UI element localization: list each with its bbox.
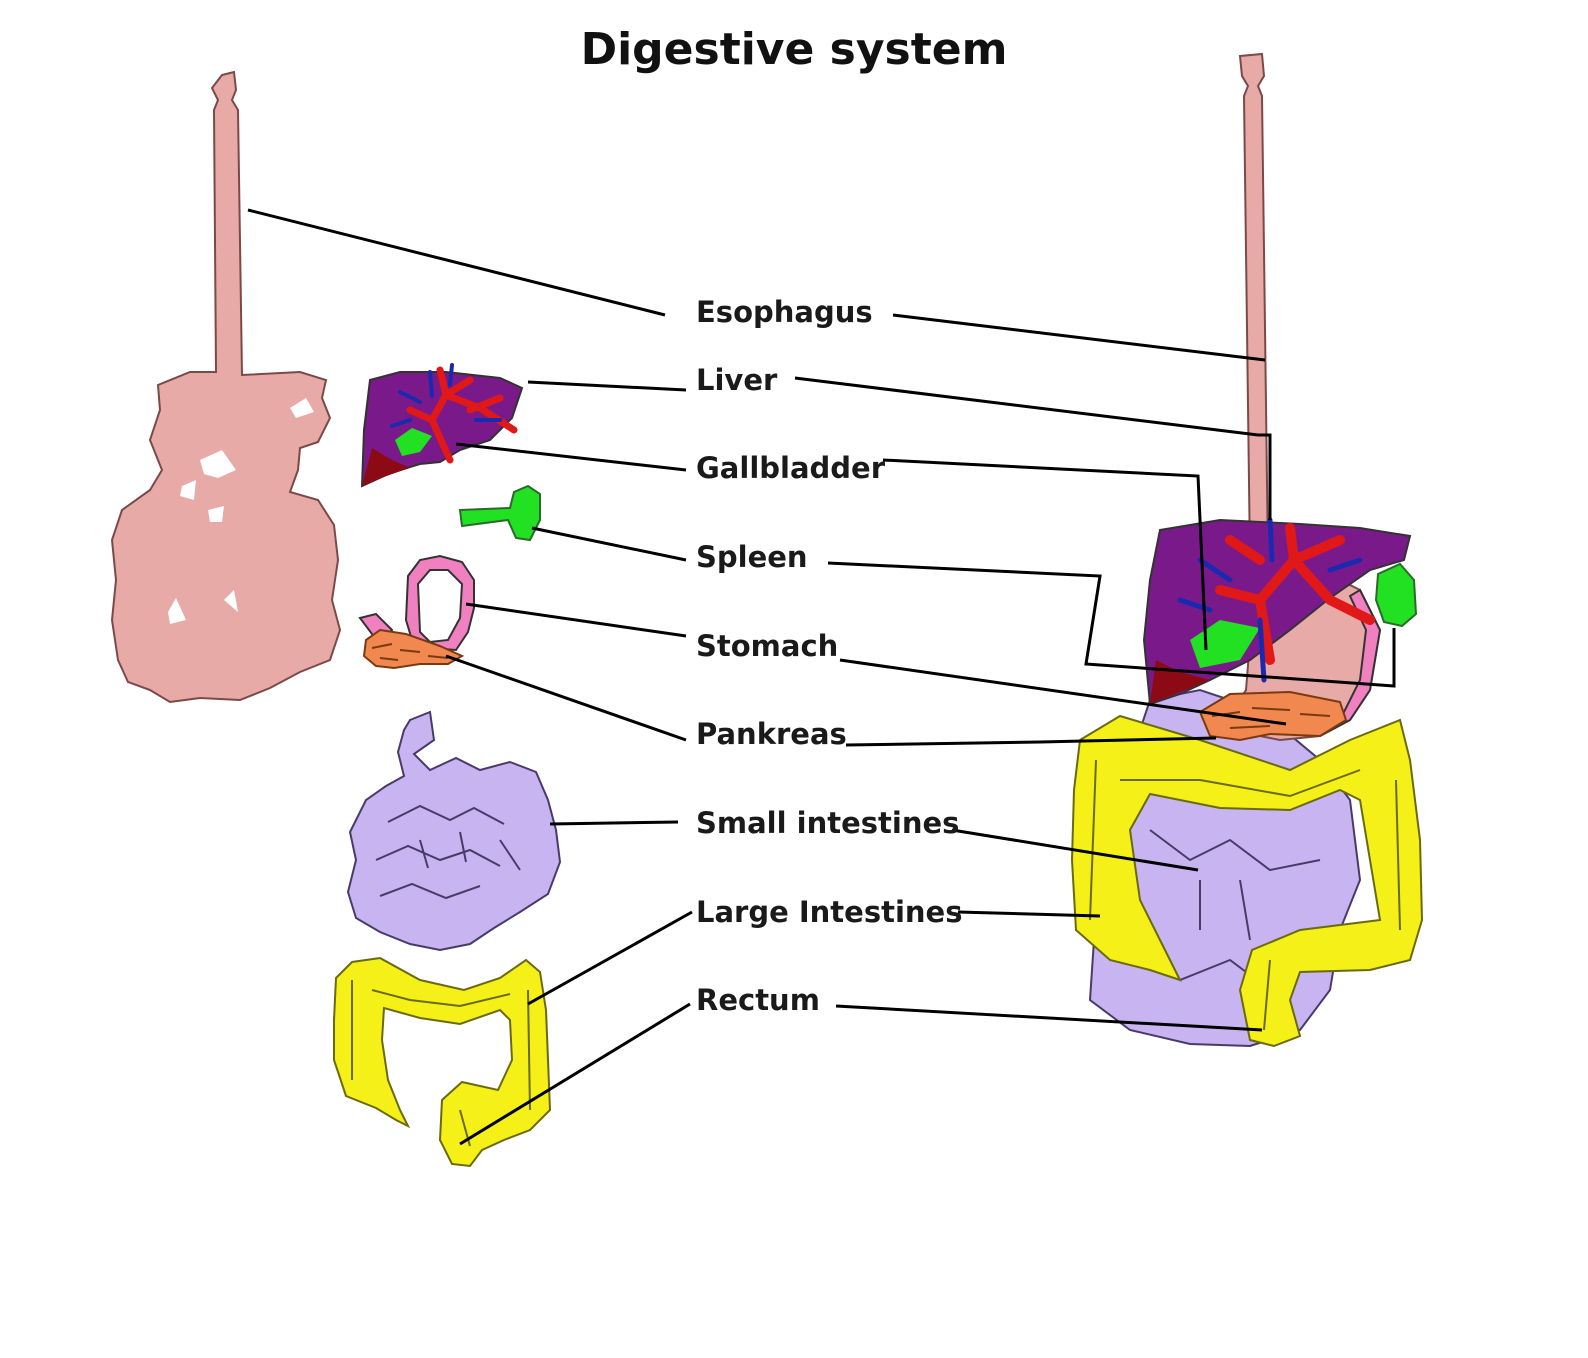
- label-small-intestines: Small intestines: [696, 806, 960, 840]
- leader-liver-right: [794, 376, 1272, 520]
- leader-spleen-left: [531, 526, 687, 562]
- leader-rectum-left: [459, 1002, 691, 1146]
- leader-large-intestines-left: [527, 910, 693, 1006]
- label-rectum: Rectum: [696, 983, 820, 1017]
- assembled-large-intestine: [1070, 714, 1424, 1048]
- diagram-title: Digestive system: [580, 24, 1008, 75]
- leader-liver-left: [527, 380, 687, 392]
- leader-small-intestines-right: [951, 828, 1199, 872]
- leader-gallbladder-left: [455, 442, 687, 472]
- label-liver: Liver: [696, 363, 778, 397]
- pancreas-illustration: [362, 628, 465, 670]
- label-spleen: Spleen: [696, 540, 808, 574]
- large-intestines-illustration: [333, 956, 552, 1168]
- assembled-tract: [1070, 52, 1424, 1048]
- whole-tract-silhouette: [110, 70, 342, 704]
- gallbladder-illustration: [458, 484, 541, 542]
- leader-pancreas-left: [445, 654, 687, 742]
- leader-esophagus-left: [247, 208, 666, 317]
- label-gallbladder: Gallbladder: [696, 451, 886, 485]
- label-esophagus: Esophagus: [696, 295, 873, 329]
- leader-esophagus-right: [892, 313, 1266, 362]
- leader-pancreas-right: [845, 736, 1217, 747]
- leader-stomach-right: [839, 658, 1287, 726]
- small-intestines-illustration: [346, 710, 562, 952]
- label-large-intestines: Large Intestines: [696, 895, 963, 929]
- leader-spleen-right: [827, 561, 1396, 688]
- leader-lines: [247, 208, 1396, 1146]
- leader-gallbladder-right: [882, 458, 1208, 651]
- leader-large-intestines-right: [957, 910, 1101, 918]
- assembled-spleen: [1374, 562, 1418, 628]
- label-pancreas: Pankreas: [696, 717, 847, 751]
- leader-small-intestines-left: [549, 820, 679, 826]
- label-stomach: Stomach: [696, 629, 839, 663]
- liver-illustration: [360, 363, 524, 488]
- leader-stomach-left: [465, 602, 687, 638]
- leader-rectum-right: [835, 1004, 1263, 1032]
